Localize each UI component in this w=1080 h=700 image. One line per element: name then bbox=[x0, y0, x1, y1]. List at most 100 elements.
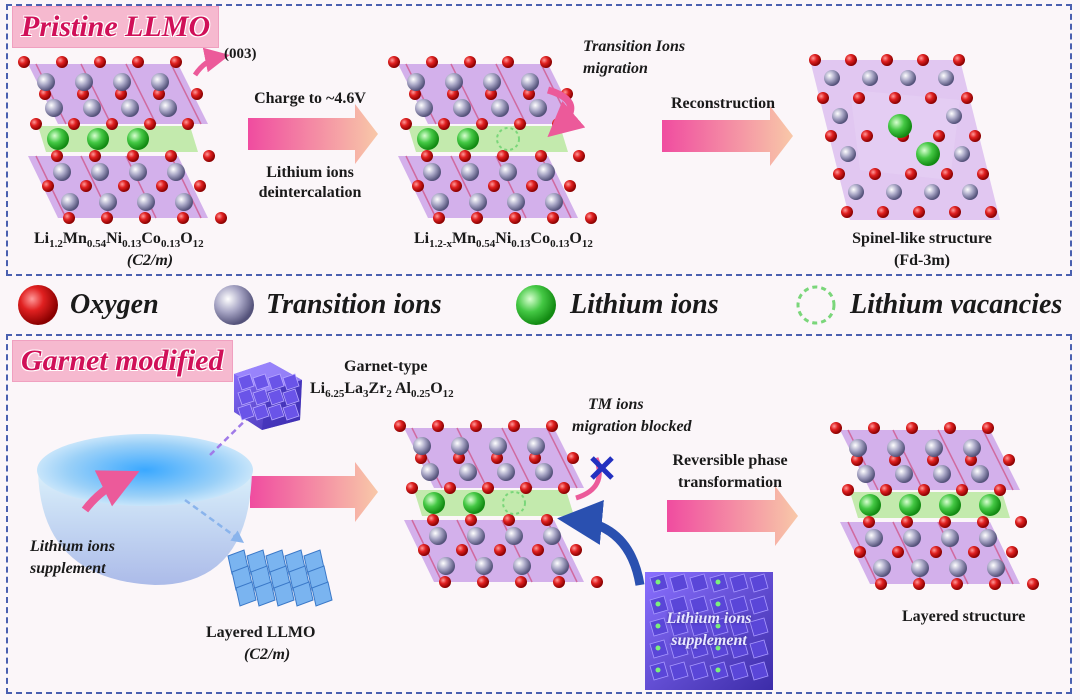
oxygen-atom bbox=[927, 454, 939, 466]
lithium-ion bbox=[979, 494, 1001, 516]
pristine-title: Pristine LLMO bbox=[12, 6, 220, 48]
transition-ion bbox=[467, 527, 485, 545]
layered-llmo-space-group: (C2/m) bbox=[244, 646, 291, 663]
oxygen-atom bbox=[949, 206, 961, 218]
transition-ion bbox=[489, 437, 507, 455]
transition-ion bbox=[513, 557, 531, 575]
oxygen-atom bbox=[182, 118, 194, 130]
llmo-block bbox=[235, 581, 257, 607]
oxygen-atom bbox=[953, 54, 965, 66]
transition-ion bbox=[849, 439, 867, 457]
lithium-dot bbox=[655, 623, 661, 629]
garnet-facet bbox=[729, 595, 749, 615]
oxygen-atom bbox=[918, 484, 930, 496]
oxygen-atom bbox=[901, 516, 913, 528]
oxygen-atom bbox=[553, 576, 565, 588]
oxygen-atom bbox=[482, 482, 494, 494]
transition-ion bbox=[848, 184, 864, 200]
lithium-layer bbox=[38, 126, 198, 152]
formula-pristine: Li1.2Mn0.54Ni0.13Co0.13O12 bbox=[34, 230, 204, 251]
migration-label-1: Transition Ions bbox=[583, 38, 686, 55]
transition-ion bbox=[499, 163, 517, 181]
transition-ion bbox=[924, 184, 940, 200]
reversible-label-1: Reversible phase bbox=[672, 452, 788, 469]
transition-ion bbox=[129, 163, 147, 181]
transition-ion bbox=[886, 184, 902, 200]
transition-ion bbox=[551, 557, 569, 575]
oxygen-atom bbox=[388, 56, 400, 68]
oxygen-atom bbox=[541, 514, 553, 526]
oxygen-atom bbox=[529, 452, 541, 464]
transition-ion bbox=[99, 193, 117, 211]
oxygen-atom bbox=[406, 482, 418, 494]
oxygen-atom bbox=[941, 168, 953, 180]
lithium-dot bbox=[715, 645, 721, 651]
garnet-facet bbox=[669, 617, 689, 637]
oxygen-atom bbox=[51, 150, 63, 162]
oxygen-atom bbox=[63, 212, 75, 224]
garnet-facet bbox=[749, 617, 769, 637]
transition-ion bbox=[505, 527, 523, 545]
oxygen-atom bbox=[153, 88, 165, 100]
transition-ion bbox=[451, 437, 469, 455]
lithium-ion bbox=[899, 494, 921, 516]
lithium-ion bbox=[423, 492, 445, 514]
oxygen-atom bbox=[494, 544, 506, 556]
transition-ion bbox=[840, 146, 856, 162]
garnet-facet bbox=[729, 661, 749, 681]
oxygen-atom bbox=[80, 180, 92, 192]
oxygen-atom bbox=[191, 88, 203, 100]
garnet-facet bbox=[237, 373, 255, 391]
oxygen-atom bbox=[1003, 454, 1015, 466]
transition-ion bbox=[962, 184, 978, 200]
garnet-arrow bbox=[250, 462, 378, 522]
transition-ion bbox=[423, 163, 441, 181]
charge-label: Charge to ~4.6V bbox=[254, 90, 366, 107]
oxygen-atom bbox=[845, 54, 857, 66]
legend-transition-icon bbox=[214, 285, 254, 325]
transition-ion bbox=[45, 99, 63, 117]
oxygen-atom bbox=[139, 212, 151, 224]
oxygen-atom bbox=[477, 576, 489, 588]
transition-ion bbox=[507, 193, 525, 211]
oxygen-atom bbox=[982, 422, 994, 434]
oxygen-atom bbox=[842, 484, 854, 496]
transition-ion bbox=[415, 99, 433, 117]
space-group-pristine: (C2/m) bbox=[126, 252, 174, 269]
oxygen-atom bbox=[447, 88, 459, 100]
legend-transition: Transition ions bbox=[266, 289, 442, 320]
garnet-facet bbox=[689, 639, 709, 659]
transition-ion bbox=[37, 73, 55, 91]
lithium-vacancy bbox=[496, 127, 520, 151]
oxygen-atom bbox=[118, 180, 130, 192]
lithium-ion bbox=[127, 128, 149, 150]
oxygen-atom bbox=[851, 454, 863, 466]
oxygen-atom bbox=[89, 150, 101, 162]
oxygen-atom bbox=[951, 578, 963, 590]
garnet-facet bbox=[252, 373, 270, 391]
oxygen-atom bbox=[526, 180, 538, 192]
oxygen-atom bbox=[1027, 578, 1039, 590]
oxygen-atom bbox=[917, 54, 929, 66]
oxygen-atom bbox=[969, 130, 981, 142]
oxygen-atom bbox=[502, 56, 514, 68]
charge-arrow bbox=[248, 104, 378, 164]
oxygen-atom bbox=[880, 484, 892, 496]
crystal-pristine bbox=[18, 56, 227, 224]
crystal-layered-final bbox=[830, 422, 1039, 590]
garnet-facet bbox=[267, 403, 285, 421]
garnet-facet bbox=[282, 388, 300, 406]
oxygen-atom bbox=[961, 92, 973, 104]
oxygen-atom bbox=[421, 150, 433, 162]
transition-ion bbox=[900, 70, 916, 86]
oxygen-atom bbox=[567, 452, 579, 464]
transition-ion bbox=[887, 439, 905, 457]
oxygen-atom bbox=[1006, 546, 1018, 558]
oxygen-atom bbox=[177, 212, 189, 224]
lithium-dot bbox=[655, 667, 661, 673]
oxygen-atom bbox=[515, 576, 527, 588]
transition-ion bbox=[543, 527, 561, 545]
lithium-ion bbox=[463, 492, 485, 514]
oxygen-atom bbox=[925, 92, 937, 104]
garnet-facet bbox=[669, 573, 689, 593]
